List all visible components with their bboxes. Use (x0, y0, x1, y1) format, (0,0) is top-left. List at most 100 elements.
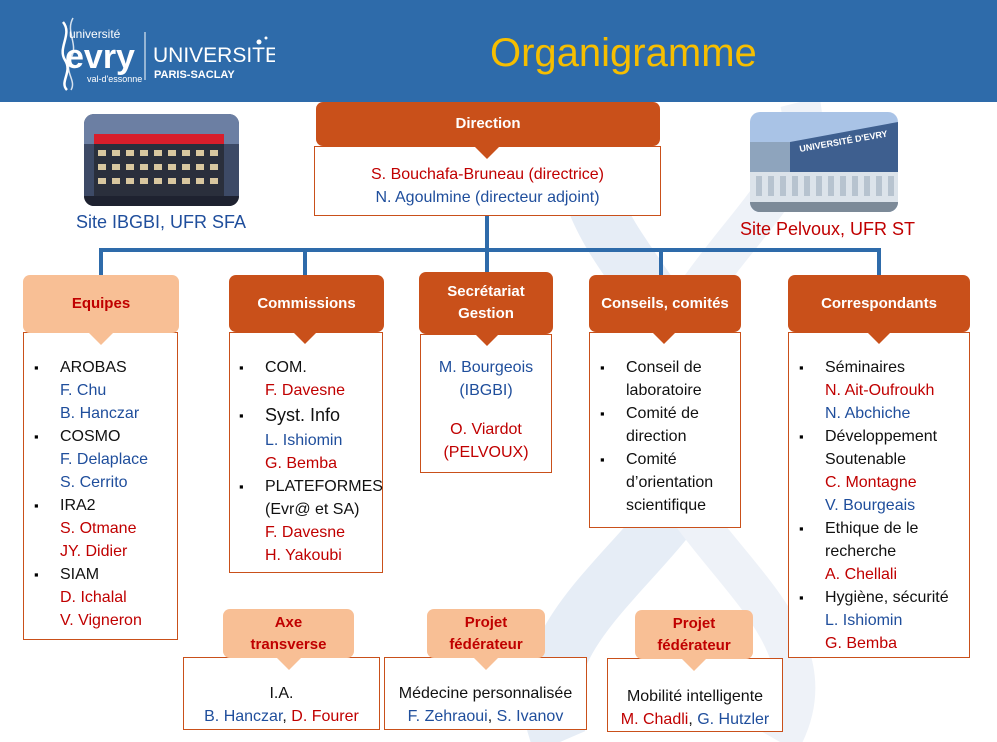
connector-secretariat (485, 248, 489, 274)
team-member: JY. Didier (60, 543, 128, 560)
commission-member: G. Bemba (265, 455, 338, 472)
equipes-box: AROBAS F. Chu B. Hanczar COSMO F. Delapl… (23, 332, 178, 640)
council-line: Conseil de (600, 356, 740, 379)
connector-commissions (303, 248, 307, 276)
secretariat-site-1: (IBGBI) (459, 382, 513, 399)
role-name: Développement (799, 425, 969, 448)
axe-title-1: Axe (274, 613, 303, 631)
team-member: F. Chu (60, 382, 107, 399)
role-name: Séminaires (799, 356, 969, 379)
projet2-header: Projet fédérateur (635, 610, 753, 659)
conseils-title: Conseils, comités (601, 294, 729, 312)
role-member: V. Bourgeais (825, 497, 916, 514)
connector-trunk (485, 215, 489, 249)
pelvoux-building-photo: UNIVERSITÉ D'EVRY (750, 112, 898, 212)
projet1-separator: , (487, 708, 497, 725)
correspondants-pointer (866, 331, 892, 344)
direction-header: Direction (316, 102, 660, 146)
commission-name-detail: (Evr@ et SA) (265, 501, 360, 518)
commissions-box: COM. F. Davesne Syst. Info L. Ishiomin G… (229, 332, 383, 573)
commissions-header: Commissions (229, 275, 384, 332)
axe-person-2: D. Fourer (291, 708, 359, 725)
projet2-title-2: fédérateur (657, 636, 731, 654)
projet1-title-1: Projet (464, 613, 508, 631)
projet1-topic: Médecine personnalisée (398, 685, 573, 702)
logo-right-line1: UNIVERSITE (153, 44, 275, 67)
direction-pointer (474, 146, 500, 159)
role-name: Ethique de le (799, 517, 969, 540)
axe-topic: I.A. (269, 685, 294, 702)
team-member: V. Vigneron (60, 612, 142, 629)
secretariat-title-1: Secrétariat (447, 283, 525, 301)
commission-name: COM. (239, 356, 382, 379)
equipes-pointer (88, 332, 114, 345)
projet2-separator: , (688, 711, 698, 728)
team-member: D. Ichalal (60, 589, 127, 606)
connector-bus (99, 248, 881, 252)
university-logos: université evry val-d'essonne UNIVERSITE… (61, 17, 275, 91)
projet1-person-1: F. Zehraoui (407, 708, 488, 725)
direction-title: Direction (455, 115, 521, 133)
connector-correspondants (877, 248, 881, 276)
role-name-detail: recherche (825, 543, 897, 560)
council-line: scientifique (626, 497, 707, 514)
secretariat-name-1: M. Bourgeois (438, 359, 534, 376)
direction-deputy: N. Agoulmine (directeur adjoint) (375, 189, 600, 206)
role-member: N. Abchiche (825, 405, 911, 422)
team-member: S. Otmane (60, 520, 137, 537)
projet1-pointer (473, 657, 499, 670)
left-site-caption: Site IBGBI, UFR SFA (76, 212, 247, 232)
role-member: L. Ishiomin (825, 612, 903, 629)
secretariat-pointer (474, 333, 500, 346)
correspondants-list: Séminaires N. Ait-Oufroukh N. Abchiche D… (789, 333, 969, 655)
page-title: Organigramme (490, 31, 757, 75)
secretariat-site-2: (PELVOUX) (443, 444, 529, 461)
projet2-pointer (681, 658, 707, 671)
role-member: G. Bemba (825, 635, 898, 652)
projet2-title-1: Projet (672, 614, 716, 632)
right-site-caption: Site Pelvoux, UFR ST (740, 219, 916, 239)
conseils-list: Conseil de laboratoire Comité de directi… (590, 333, 740, 517)
secretariat-box: M. Bourgeois (IBGBI) O. Viardot (PELVOUX… (420, 334, 552, 473)
team-member: F. Delaplace (60, 451, 149, 468)
axe-separator: , (282, 708, 292, 725)
council-line: Comité de (600, 402, 740, 425)
axe-pointer (276, 657, 302, 670)
role-name: Hygiène, sécurité (799, 586, 969, 609)
commission-member: F. Davesne (265, 382, 346, 399)
commissions-title: Commissions (257, 294, 356, 312)
logo-left-line3: val-d'essonne (87, 74, 142, 84)
connector-equipes (99, 248, 103, 276)
correspondants-header: Correspondants (788, 275, 970, 332)
council-line: direction (626, 428, 687, 445)
ibgbi-building-photo (84, 114, 239, 206)
logo-right-line2: PARIS-SACLAY (154, 69, 235, 81)
header-banner (0, 0, 997, 102)
conseils-box: Conseil de laboratoire Comité de directi… (589, 332, 741, 528)
commission-name: PLATEFORMES (239, 475, 383, 498)
commission-name: Syst. Info (239, 402, 382, 429)
role-member: C. Montagne (825, 474, 917, 491)
correspondants-box: Séminaires N. Ait-Oufroukh N. Abchiche D… (788, 332, 970, 658)
role-member: N. Ait-Oufroukh (825, 382, 935, 399)
team-name: AROBAS (34, 356, 177, 379)
projet2-person-1: M. Chadli (620, 711, 689, 728)
council-line: laboratoire (626, 382, 702, 399)
conseils-header: Conseils, comités (589, 275, 741, 332)
projet2-person-2: G. Hutzler (697, 711, 770, 728)
commissions-list: COM. F. Davesne Syst. Info L. Ishiomin G… (230, 333, 383, 567)
projet1-header: Projet fédérateur (427, 609, 545, 658)
equipes-header: Equipes (23, 275, 179, 333)
role-member: A. Chellali (825, 566, 898, 583)
axe-title-2: transverse (250, 635, 327, 653)
commission-member: L. Ishiomin (265, 432, 343, 449)
axe-header: Axe transverse (223, 609, 354, 658)
team-name: SIAM (34, 563, 177, 586)
secretariat-name-2: O. Viardot (450, 421, 522, 438)
axe-person-1: B. Hanczar (204, 708, 283, 725)
correspondants-title: Correspondants (821, 294, 937, 312)
equipes-list: AROBAS F. Chu B. Hanczar COSMO F. Delapl… (24, 333, 177, 632)
council-line: d’orientation (626, 474, 714, 491)
team-member: B. Hanczar (60, 405, 140, 422)
connector-conseils (659, 248, 663, 276)
